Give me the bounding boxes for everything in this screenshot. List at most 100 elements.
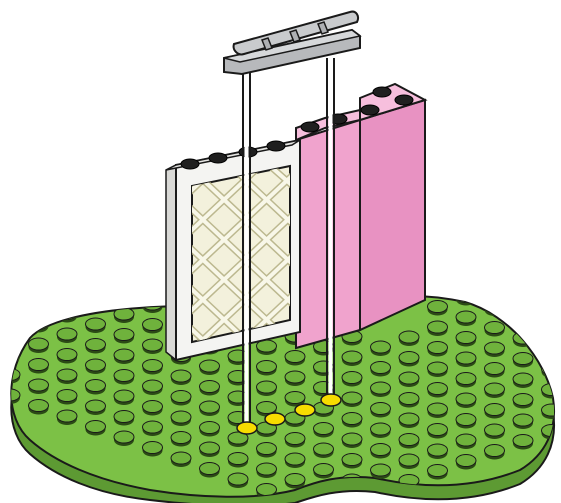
stud [57, 308, 77, 320]
stud [371, 444, 391, 456]
stud [485, 342, 505, 354]
stud [285, 433, 305, 445]
stud [456, 352, 476, 364]
stud [86, 421, 106, 433]
stud-shadow [86, 301, 106, 313]
stud [143, 298, 163, 310]
marker-2 [265, 413, 285, 425]
stud [314, 464, 334, 476]
stud [29, 318, 49, 330]
stud [257, 463, 277, 475]
stud [399, 352, 419, 364]
stud [200, 360, 220, 372]
stud [29, 359, 49, 371]
stud [371, 423, 391, 435]
stud [171, 391, 191, 403]
stud [342, 351, 362, 363]
stud [513, 353, 533, 365]
stud [0, 369, 20, 381]
stud [513, 414, 533, 426]
stud [456, 332, 476, 344]
stud [171, 432, 191, 444]
stud [57, 349, 77, 361]
stud [371, 403, 391, 415]
stud [57, 390, 77, 402]
stud [485, 404, 505, 416]
stud [456, 434, 476, 446]
stud [542, 302, 561, 314]
stud [456, 311, 476, 323]
stud-shadow [513, 315, 533, 327]
stud [456, 393, 476, 405]
stud [542, 343, 561, 355]
stud [228, 453, 248, 465]
stud [143, 339, 163, 351]
stud-shadow [513, 294, 533, 306]
stud [143, 401, 163, 413]
stud [257, 402, 277, 414]
stud [428, 342, 448, 354]
stud [0, 348, 20, 360]
stud [29, 400, 49, 412]
stud [485, 445, 505, 457]
stud [285, 453, 305, 465]
stud [371, 382, 391, 394]
stud [285, 392, 305, 404]
stud [257, 443, 277, 455]
stud [314, 423, 334, 435]
stud [371, 341, 391, 353]
stud [342, 392, 362, 404]
stud [513, 435, 533, 447]
stud [171, 452, 191, 464]
stud [285, 474, 305, 486]
stud [428, 403, 448, 415]
stud [143, 360, 163, 372]
stud [114, 411, 134, 423]
stud [285, 371, 305, 383]
stud [257, 484, 277, 496]
stud [0, 389, 20, 401]
stud [513, 332, 533, 344]
stud [513, 373, 533, 385]
marker-4 [321, 394, 341, 406]
stud-shadow [114, 291, 134, 303]
stud [228, 473, 248, 485]
stud [257, 381, 277, 393]
stud-shadow [0, 331, 20, 343]
stud [542, 404, 561, 416]
stud [513, 394, 533, 406]
stud [86, 380, 106, 392]
grey-hinge-plate [224, 12, 360, 74]
stud [86, 359, 106, 371]
stud [57, 369, 77, 381]
stud [114, 288, 134, 300]
stud [143, 380, 163, 392]
stud [342, 413, 362, 425]
stud [143, 442, 163, 454]
stud [86, 318, 106, 330]
pink-wall-brick [296, 84, 425, 348]
stud [399, 454, 419, 466]
stud [428, 321, 448, 333]
stud [29, 338, 49, 350]
stud-shadow [542, 325, 561, 337]
stud [456, 455, 476, 467]
stud [428, 424, 448, 436]
stud [428, 465, 448, 477]
stud [285, 351, 305, 363]
marker-3 [295, 404, 315, 416]
stud [428, 301, 448, 313]
stud [114, 349, 134, 361]
stud [342, 372, 362, 384]
stud [200, 463, 220, 475]
stud [399, 393, 419, 405]
stud [200, 442, 220, 454]
stud [485, 424, 505, 436]
stud [0, 328, 20, 340]
stud-shadow [542, 346, 561, 358]
stud [399, 372, 419, 384]
stud [371, 464, 391, 476]
stud [371, 362, 391, 374]
stud [171, 411, 191, 423]
stud [342, 433, 362, 445]
